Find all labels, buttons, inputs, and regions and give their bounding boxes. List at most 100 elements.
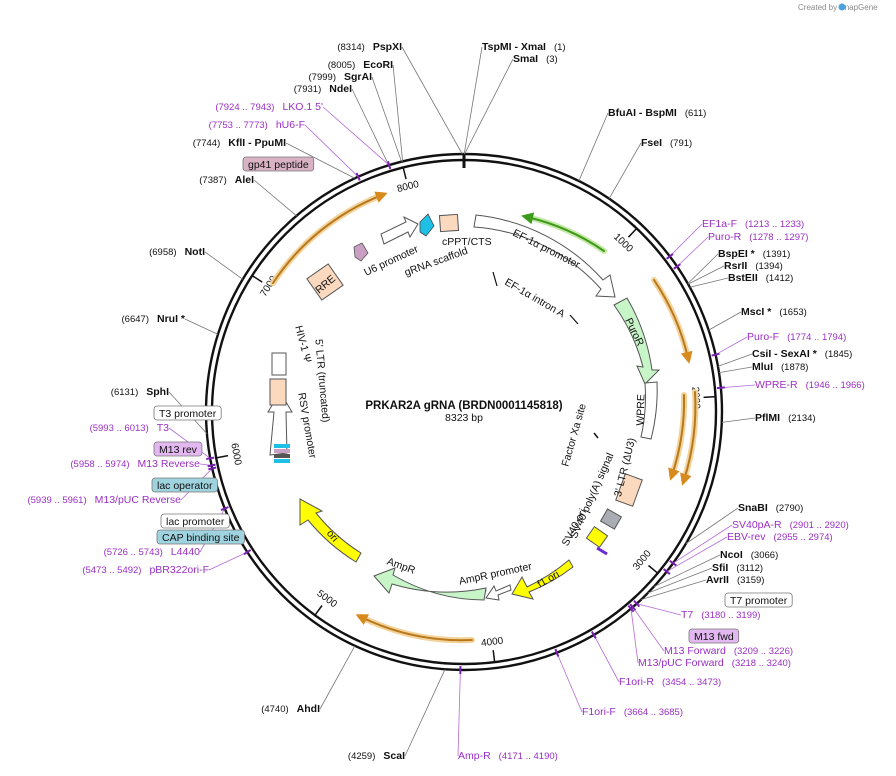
site-name: EF1a-F [702, 218, 737, 230]
primer-m13-puc-reverse[interactable]: M13/pUC Reverse(5939 .. 5961) [27, 494, 181, 506]
feature-puror [613, 297, 661, 385]
enzyme-ndei[interactable]: NdeI(7931) [294, 83, 352, 95]
feature-tag-gp41-peptide[interactable]: gp41 peptide [242, 156, 315, 172]
leader-line [630, 608, 639, 664]
primer-m13-puc-forward[interactable]: M13/pUC Forward(3218 .. 3240) [638, 657, 791, 669]
tick-label: 4000 [481, 636, 505, 650]
enzyme-sfii[interactable]: SfiI (3112) [712, 562, 763, 574]
primer-l4440[interactable]: L4440 (5726 .. 5743) [104, 546, 201, 558]
feature-tag-lac-promoter[interactable]: lac promoter [160, 513, 230, 529]
feature-ampr [373, 567, 487, 601]
primer-site-mark [206, 456, 215, 461]
site-name: NcoI [720, 549, 743, 561]
site-name: M13 Forward [664, 645, 726, 657]
feature-tag-m13-fwd[interactable]: M13 fwd [688, 628, 740, 644]
enzyme-csii-sexai[interactable]: CsiI - SexAI *(1845) [752, 348, 852, 360]
site-position: (5939 .. 5961) [27, 495, 86, 506]
feature-hiv-psi [271, 352, 287, 376]
site-position: (2901 .. 2920) [790, 520, 849, 531]
primer-m13-forward[interactable]: M13 Forward(3209 .. 3226) [664, 645, 793, 657]
site-position: (8314) [337, 42, 364, 53]
primer-ef1a-f[interactable]: EF1a-F(1213 .. 1233) [702, 218, 804, 230]
feature-ef1a-promoter [473, 214, 616, 298]
leader-line [689, 277, 729, 288]
sv40-ori-mark [596, 546, 608, 556]
leader-line [708, 311, 742, 331]
site-name: Amp-R [458, 750, 491, 762]
enzyme-bsteii[interactable]: BstEII(1412) [728, 272, 793, 284]
enzyme-mlui[interactable]: MluI(1878) [752, 361, 808, 373]
enzyme-noti[interactable]: NotI(6958) [149, 246, 205, 258]
leader-line [715, 336, 748, 356]
site-position: (5726 .. 5743) [104, 547, 163, 558]
primer-f1ori-r[interactable]: F1ori-R(3454 .. 3473) [619, 676, 721, 688]
primer-site-mark [665, 253, 674, 260]
enzyme-kfli-ppumi[interactable]: KflI - PpuMI (7744) [193, 137, 286, 149]
site-position: (3112) [736, 563, 763, 574]
primer-amp-r[interactable]: Amp-R(4171 .. 4190) [458, 750, 558, 762]
feature-tag-cap-binding-site[interactable]: CAP binding site [156, 529, 245, 545]
feature-tag-t3-promoter[interactable]: T3 promoter [153, 405, 222, 421]
site-position: (6647) [122, 314, 149, 325]
site-name: L4440 [171, 546, 200, 558]
enzyme-pflmi[interactable]: PflMI(2134) [755, 412, 816, 424]
primer-ebv-rev[interactable]: EBV-rev(2955 .. 2974) [727, 531, 833, 543]
enzyme-bfuai-bspmi[interactable]: BfuAI - BspMI(611) [608, 107, 706, 119]
feature-tag-label: M13 rev [159, 444, 198, 456]
primer-site-mark [243, 549, 252, 556]
primer-sv40pa-r[interactable]: SV40pA-R(2901 .. 2920) [732, 519, 849, 531]
orf-arc-5-line [355, 614, 473, 642]
site-name: BfuAI - BspMI [608, 107, 677, 119]
site-name: CsiI - SexAI * [752, 348, 818, 360]
enzyme-pspxi[interactable]: PspXI(8314) [337, 41, 402, 53]
site-position: (6958) [149, 247, 176, 258]
feature-tag-box [242, 156, 315, 172]
primer-puro-f[interactable]: Puro-F(1774 .. 1794) [747, 331, 846, 343]
primer-site-mark [627, 604, 635, 613]
primer-site-mark [629, 603, 637, 611]
site-name: F1ori-F [582, 706, 616, 718]
primer-puro-r[interactable]: Puro-R(1278 .. 1297) [708, 231, 808, 243]
primer-hu6-f[interactable]: hU6-F(7753 .. 7773) [209, 119, 305, 131]
enzyme-sgrai[interactable]: SgrAI(7999) [309, 71, 373, 83]
enzyme-avrii[interactable]: AvrII(3159) [706, 574, 764, 586]
enzyme-sphi[interactable]: SphI(6131) [111, 386, 169, 398]
leader-line [304, 124, 359, 178]
enzyme-ahdi[interactable]: AhdI(4740) [261, 703, 320, 715]
primer-pbr322ori-f[interactable]: pBR322ori-F(5473 .. 5492) [82, 564, 209, 576]
feature-tag-t7-promoter[interactable]: T7 promoter [724, 592, 793, 608]
feature-tag-lac-operator[interactable]: lac operator [151, 477, 218, 493]
feature-tag-m13-rev[interactable]: M13 rev [153, 441, 203, 457]
site-position: (2955 .. 2974) [774, 532, 833, 543]
site-position: (7744) [193, 138, 220, 149]
ef1a-intron-mark-2 [569, 314, 579, 325]
site-name: PflMI [755, 412, 780, 424]
enzyme-nrui[interactable]: NruI *(6647) [122, 313, 186, 325]
primer-t3[interactable]: T3(5993 .. 6013) [90, 422, 170, 434]
primer-f1ori-f[interactable]: F1ori-F(3664 .. 3685) [582, 706, 683, 718]
site-name: KflI - PpuMI [228, 137, 286, 149]
site-name: NdeI [329, 83, 352, 95]
site-position: (3159) [737, 575, 764, 586]
primer-t7[interactable]: T7(3180 .. 3199) [681, 609, 760, 621]
enzyme-snabi[interactable]: SnaBI(2790) [738, 502, 803, 514]
leader-line [204, 251, 243, 280]
primer-site-mark [208, 466, 217, 471]
enzyme-ecori[interactable]: EcoRI(8005) [328, 59, 393, 71]
primer-lko1-5[interactable]: LKO.1 5'(7924 .. 7943) [215, 101, 323, 113]
enzyme-scai[interactable]: ScaI(4259) [348, 750, 405, 762]
tick-mark [627, 227, 638, 238]
orf-arcs [270, 191, 699, 644]
leader-line [404, 669, 446, 757]
enzyme-msci[interactable]: MscI *(1653) [741, 306, 807, 318]
enzyme-fsei[interactable]: FseI(791) [641, 137, 692, 149]
enzyme-rsrii[interactable]: RsrII(1394) [724, 260, 783, 272]
enzyme-smai[interactable]: SmaI(3) [513, 53, 558, 65]
enzyme-bspei[interactable]: BspEI *(1391) [718, 248, 790, 260]
enzyme-alei[interactable]: AleI(7387) [199, 174, 254, 186]
site-name: SfiI [712, 562, 728, 574]
primer-m13-reverse[interactable]: M13 Reverse(5958 .. 5974) [70, 458, 200, 470]
enzyme-ncoi[interactable]: NcoI(3066) [720, 549, 778, 561]
enzyme-tspmi-xmai[interactable]: TspMI - XmaI(1) [482, 41, 566, 53]
primer-wpre-r[interactable]: WPRE-R(1946 .. 1966) [755, 379, 865, 391]
